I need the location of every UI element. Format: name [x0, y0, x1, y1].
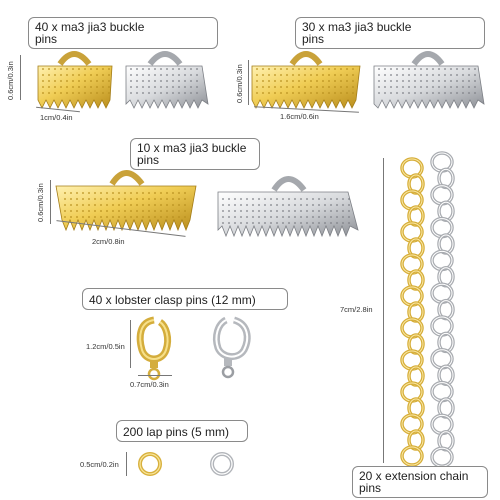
chain-length-line	[383, 158, 384, 463]
lap-width-dim: 0.5cm/0.2in	[80, 460, 119, 469]
lobster-clasp-silver	[212, 316, 251, 379]
lobster-width-dim: 0.7cm/0.3in	[130, 380, 169, 389]
crimp-40-gold	[37, 51, 113, 109]
lobster-width-line	[138, 375, 172, 376]
chain-link-highlight	[401, 446, 423, 466]
crimp-30-label-line2: pins	[302, 32, 325, 46]
chain-label-line1: 20 x extension chain	[359, 469, 469, 483]
chain-label-line2: pins	[359, 481, 382, 495]
lobster-label: 40 x lobster clasp pins (12 mm)	[82, 288, 288, 310]
lap-label: 200 lap pins (5 mm)	[116, 420, 248, 442]
crimp-40-width-dim: 1cm/0.4in	[40, 113, 73, 122]
crimp-40-silver	[125, 51, 209, 109]
extension-chain-silver	[430, 151, 455, 468]
crimp-40-height-line	[20, 55, 21, 100]
jump-ring-silver	[210, 452, 234, 476]
extension-chain-gold	[400, 157, 425, 467]
crimp-30-height-dim: 0.6cm/0.3in	[235, 64, 244, 103]
lap-width-line	[126, 452, 127, 476]
chain-label: 20 x extension chain pins	[352, 466, 488, 498]
crimp-40-label: 40 x ma3 jia3 buckle pins	[28, 17, 218, 49]
chain-link-highlight	[431, 447, 453, 467]
crimp-30-label-line1: 30 x ma3 jia3 buckle	[302, 20, 412, 34]
crimp-10-label-line1: 10 x ma3 jia3 buckle	[137, 141, 247, 155]
crimp-10-label: 10 x ma3 jia3 buckle pins	[130, 138, 260, 170]
crimp-10-label-line2: pins	[137, 153, 160, 167]
crimp-10-width-dim: 2cm/0.8in	[92, 237, 125, 246]
lobster-clasp-gold	[136, 316, 172, 381]
crimp-10-gold	[55, 170, 197, 232]
lap-label-text: 200 lap pins (5 mm)	[123, 425, 230, 439]
crimp-10-height-line	[50, 180, 51, 224]
crimp-10-height-dim: 0.6cm/0.3in	[36, 183, 45, 222]
crimp-10-silver	[217, 176, 359, 238]
lobster-height-dim: 1.2cm/0.5in	[86, 342, 125, 351]
crimp-30-gold	[251, 51, 361, 109]
crimp-40-label-line1: 40 x ma3 jia3 buckle	[35, 20, 145, 34]
chain-length-dim: 7cm/2.8in	[340, 305, 373, 314]
crimp-40-label-line2: pins	[35, 32, 58, 46]
crimp-30-silver	[373, 51, 485, 109]
jump-ring-gold	[138, 452, 162, 476]
lobster-height-line	[130, 320, 131, 368]
crimp-30-width-dim: 1.6cm/0.6in	[280, 112, 319, 121]
lobster-label-text: 40 x lobster clasp pins (12 mm)	[89, 293, 256, 307]
crimp-40-height-dim: 0.6cm/0.3in	[6, 61, 15, 100]
crimp-30-label: 30 x ma3 jia3 buckle pins	[295, 17, 485, 49]
crimp-30-height-line	[248, 60, 249, 105]
